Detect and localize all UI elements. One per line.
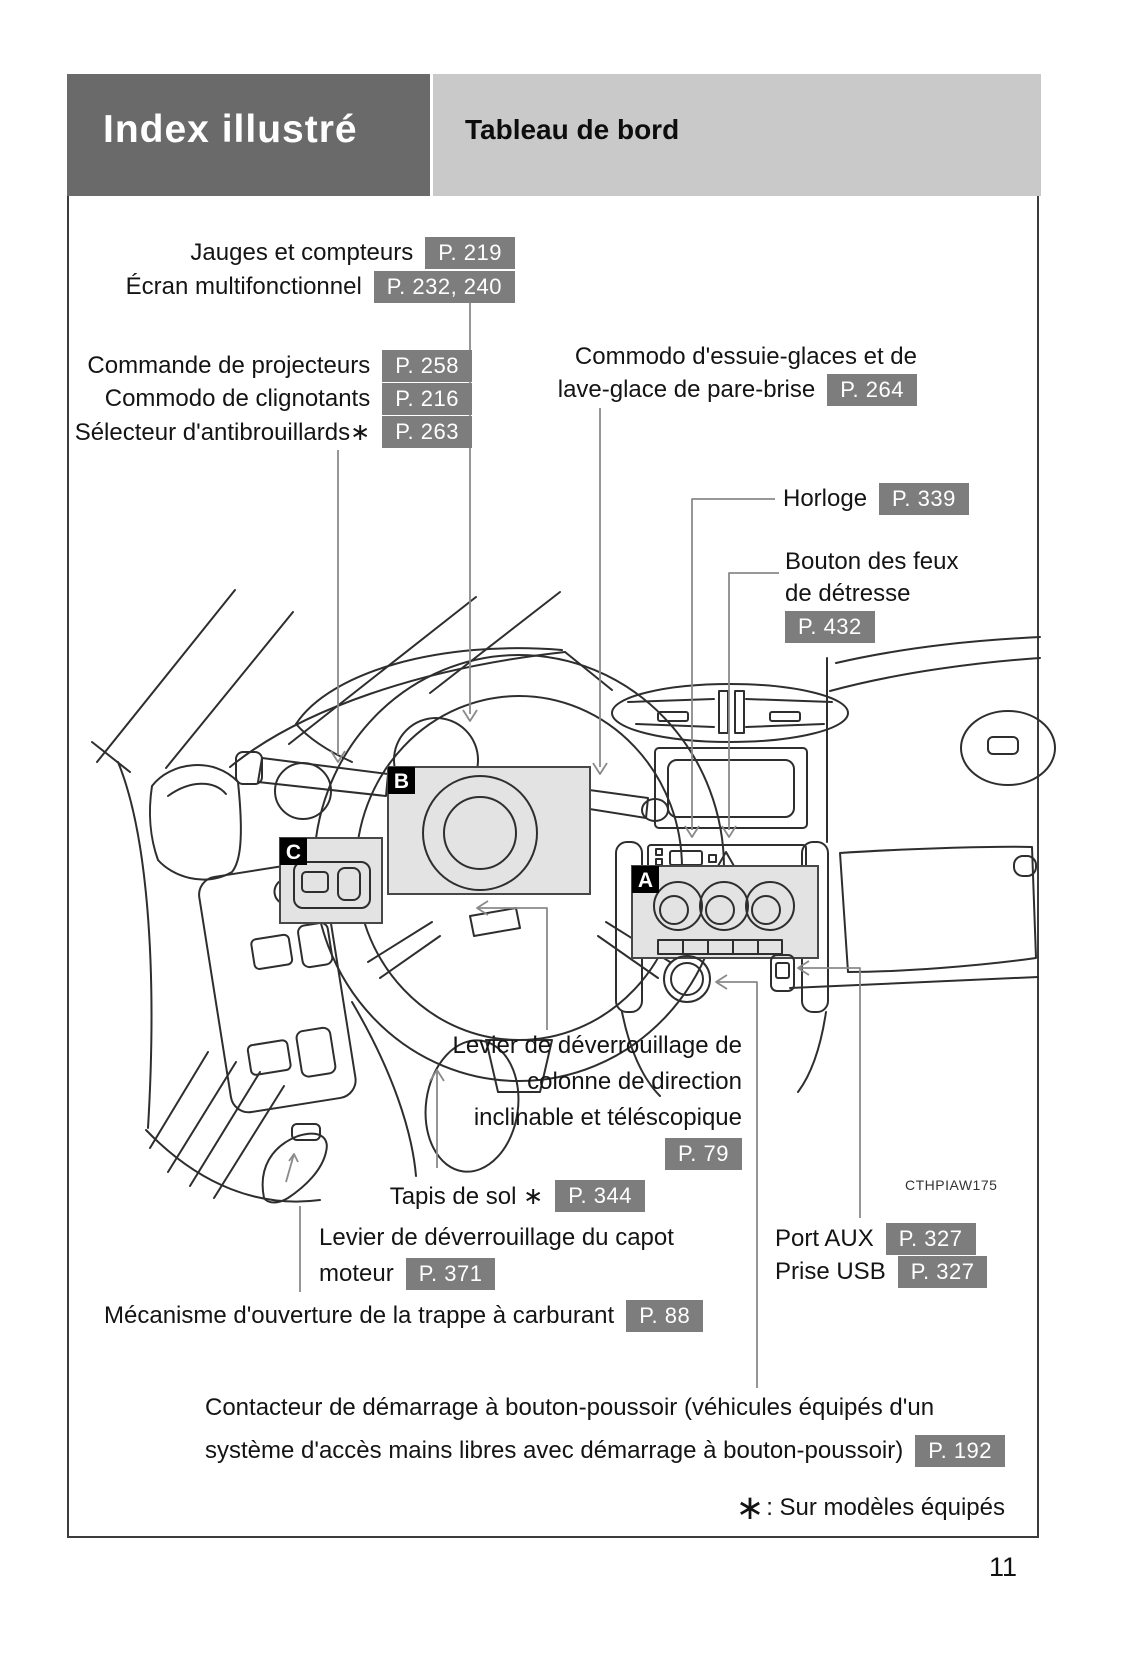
label-tilt-text2: colonne de direction — [527, 1068, 742, 1095]
label-start-line1: Contacteur de démarrage à bouton-poussoi… — [205, 1392, 934, 1424]
label-fog-lights: Sélecteur d'antibrouillards∗ P. 263 — [75, 416, 472, 448]
page-ref-tilt[interactable]: P. 79 — [664, 1138, 742, 1170]
footnote-text: : Sur modèles équipés — [766, 1494, 1005, 1521]
figure-code: CTHPIAW175 — [905, 1177, 998, 1193]
label-multi-display-text: Écran multifonctionnel — [125, 273, 362, 300]
label-fog-lights-text: Sélecteur d'antibrouillards∗ — [74, 418, 371, 446]
page-ref-floor-mats[interactable]: P. 344 — [555, 1180, 645, 1212]
page-ref-multi-display[interactable]: P. 232, 240 — [373, 271, 515, 303]
manual-section-title: Index illustré — [67, 74, 430, 196]
label-hood-text1: Levier de déverrouillage du capot — [319, 1224, 674, 1251]
page-number: 11 — [988, 1552, 1017, 1582]
page-ref-headlights[interactable]: P. 258 — [382, 350, 472, 382]
label-headlights: Commande de projecteurs P. 258 — [87, 350, 472, 382]
header-divider — [430, 74, 433, 196]
label-clock: Horloge P. 339 — [783, 483, 969, 515]
page-ref-aux-port[interactable]: P. 327 — [885, 1223, 976, 1255]
label-tilt-line1: Levier de déverrouillage de — [452, 1030, 742, 1062]
label-hood-line2: moteur P. 371 — [319, 1258, 496, 1290]
label-turn-signals: Commodo de clignotants P. 216 — [105, 383, 472, 415]
label-start-text2: système d'accès mains libres avec démarr… — [205, 1437, 904, 1464]
page-ref-gauges[interactable]: P. 219 — [425, 237, 515, 269]
page-ref-turn-signals[interactable]: P. 216 — [382, 383, 472, 415]
label-wipers-line2: lave-glace de pare-brise P. 264 — [558, 374, 917, 406]
footnote-asterisk: ∗ — [735, 1489, 765, 1527]
label-hazard-badge: P. 432 — [785, 611, 875, 643]
label-start-line2: système d'accès mains libres avec démarr… — [205, 1435, 1006, 1467]
label-floor-mats: Tapis de sol ∗ P. 344 — [390, 1180, 645, 1212]
page-ref-wipers[interactable]: P. 264 — [827, 374, 917, 406]
label-hazard-text2: de détresse — [785, 580, 911, 607]
page-title: Tableau de bord — [433, 74, 1041, 196]
label-fuel-door-text: Mécanisme d'ouverture de la trappe à car… — [104, 1302, 615, 1329]
label-aux-port-text: Port AUX — [775, 1225, 874, 1252]
label-aux-port: Port AUX P. 327 — [775, 1223, 976, 1255]
label-turn-signals-text: Commodo de clignotants — [104, 385, 371, 412]
label-wipers-text2: lave-glace de pare-brise — [557, 376, 816, 403]
footnote: ∗ : Sur modèles équipés — [735, 1489, 1005, 1527]
label-usb-port: Prise USB P. 327 — [775, 1256, 988, 1288]
page-ref-hood[interactable]: P. 371 — [405, 1258, 496, 1290]
label-hood-line1: Levier de déverrouillage du capot — [319, 1222, 674, 1254]
label-headlights-text: Commande de projecteurs — [87, 352, 371, 379]
label-hood-text2: moteur — [319, 1260, 394, 1287]
label-tilt-line3: inclinable et téléscopique — [474, 1102, 742, 1134]
label-hazard-line2: de détresse — [785, 578, 910, 610]
page-ref-clock[interactable]: P. 339 — [879, 483, 969, 515]
page-ref-hazard[interactable]: P. 432 — [785, 611, 875, 643]
label-tilt-text3: inclinable et téléscopique — [473, 1104, 742, 1131]
label-wipers-line1: Commodo d'essuie-glaces et de — [575, 341, 917, 373]
label-wipers-text1: Commodo d'essuie-glaces et de — [574, 343, 917, 370]
label-gauges-text: Jauges et compteurs — [190, 239, 414, 266]
label-tilt-line2: colonne de direction — [527, 1066, 742, 1098]
page-ref-start[interactable]: P. 192 — [915, 1435, 1006, 1467]
label-gauges: Jauges et compteurs P. 219 — [190, 237, 515, 269]
page-ref-fuel-door[interactable]: P. 88 — [626, 1300, 704, 1332]
label-fuel-door: Mécanisme d'ouverture de la trappe à car… — [104, 1300, 704, 1332]
label-hazard-text1: Bouton des feux — [785, 548, 959, 575]
label-tilt-badge: P. 79 — [664, 1138, 742, 1170]
label-floor-mats-text: Tapis de sol ∗ — [389, 1182, 544, 1210]
label-usb-port-text: Prise USB — [775, 1258, 886, 1285]
page-ref-fog-lights[interactable]: P. 263 — [382, 416, 472, 448]
label-multi-display: Écran multifonctionnel P. 232, 240 — [126, 271, 515, 303]
page-ref-usb-port[interactable]: P. 327 — [897, 1256, 988, 1288]
label-start-text1: Contacteur de démarrage à bouton-poussoi… — [205, 1394, 935, 1421]
label-tilt-text1: Levier de déverrouillage de — [452, 1032, 742, 1059]
label-hazard-line1: Bouton des feux — [785, 546, 958, 578]
label-clock-text: Horloge — [783, 485, 868, 512]
page-header: Index illustré Tableau de bord — [67, 74, 1041, 196]
